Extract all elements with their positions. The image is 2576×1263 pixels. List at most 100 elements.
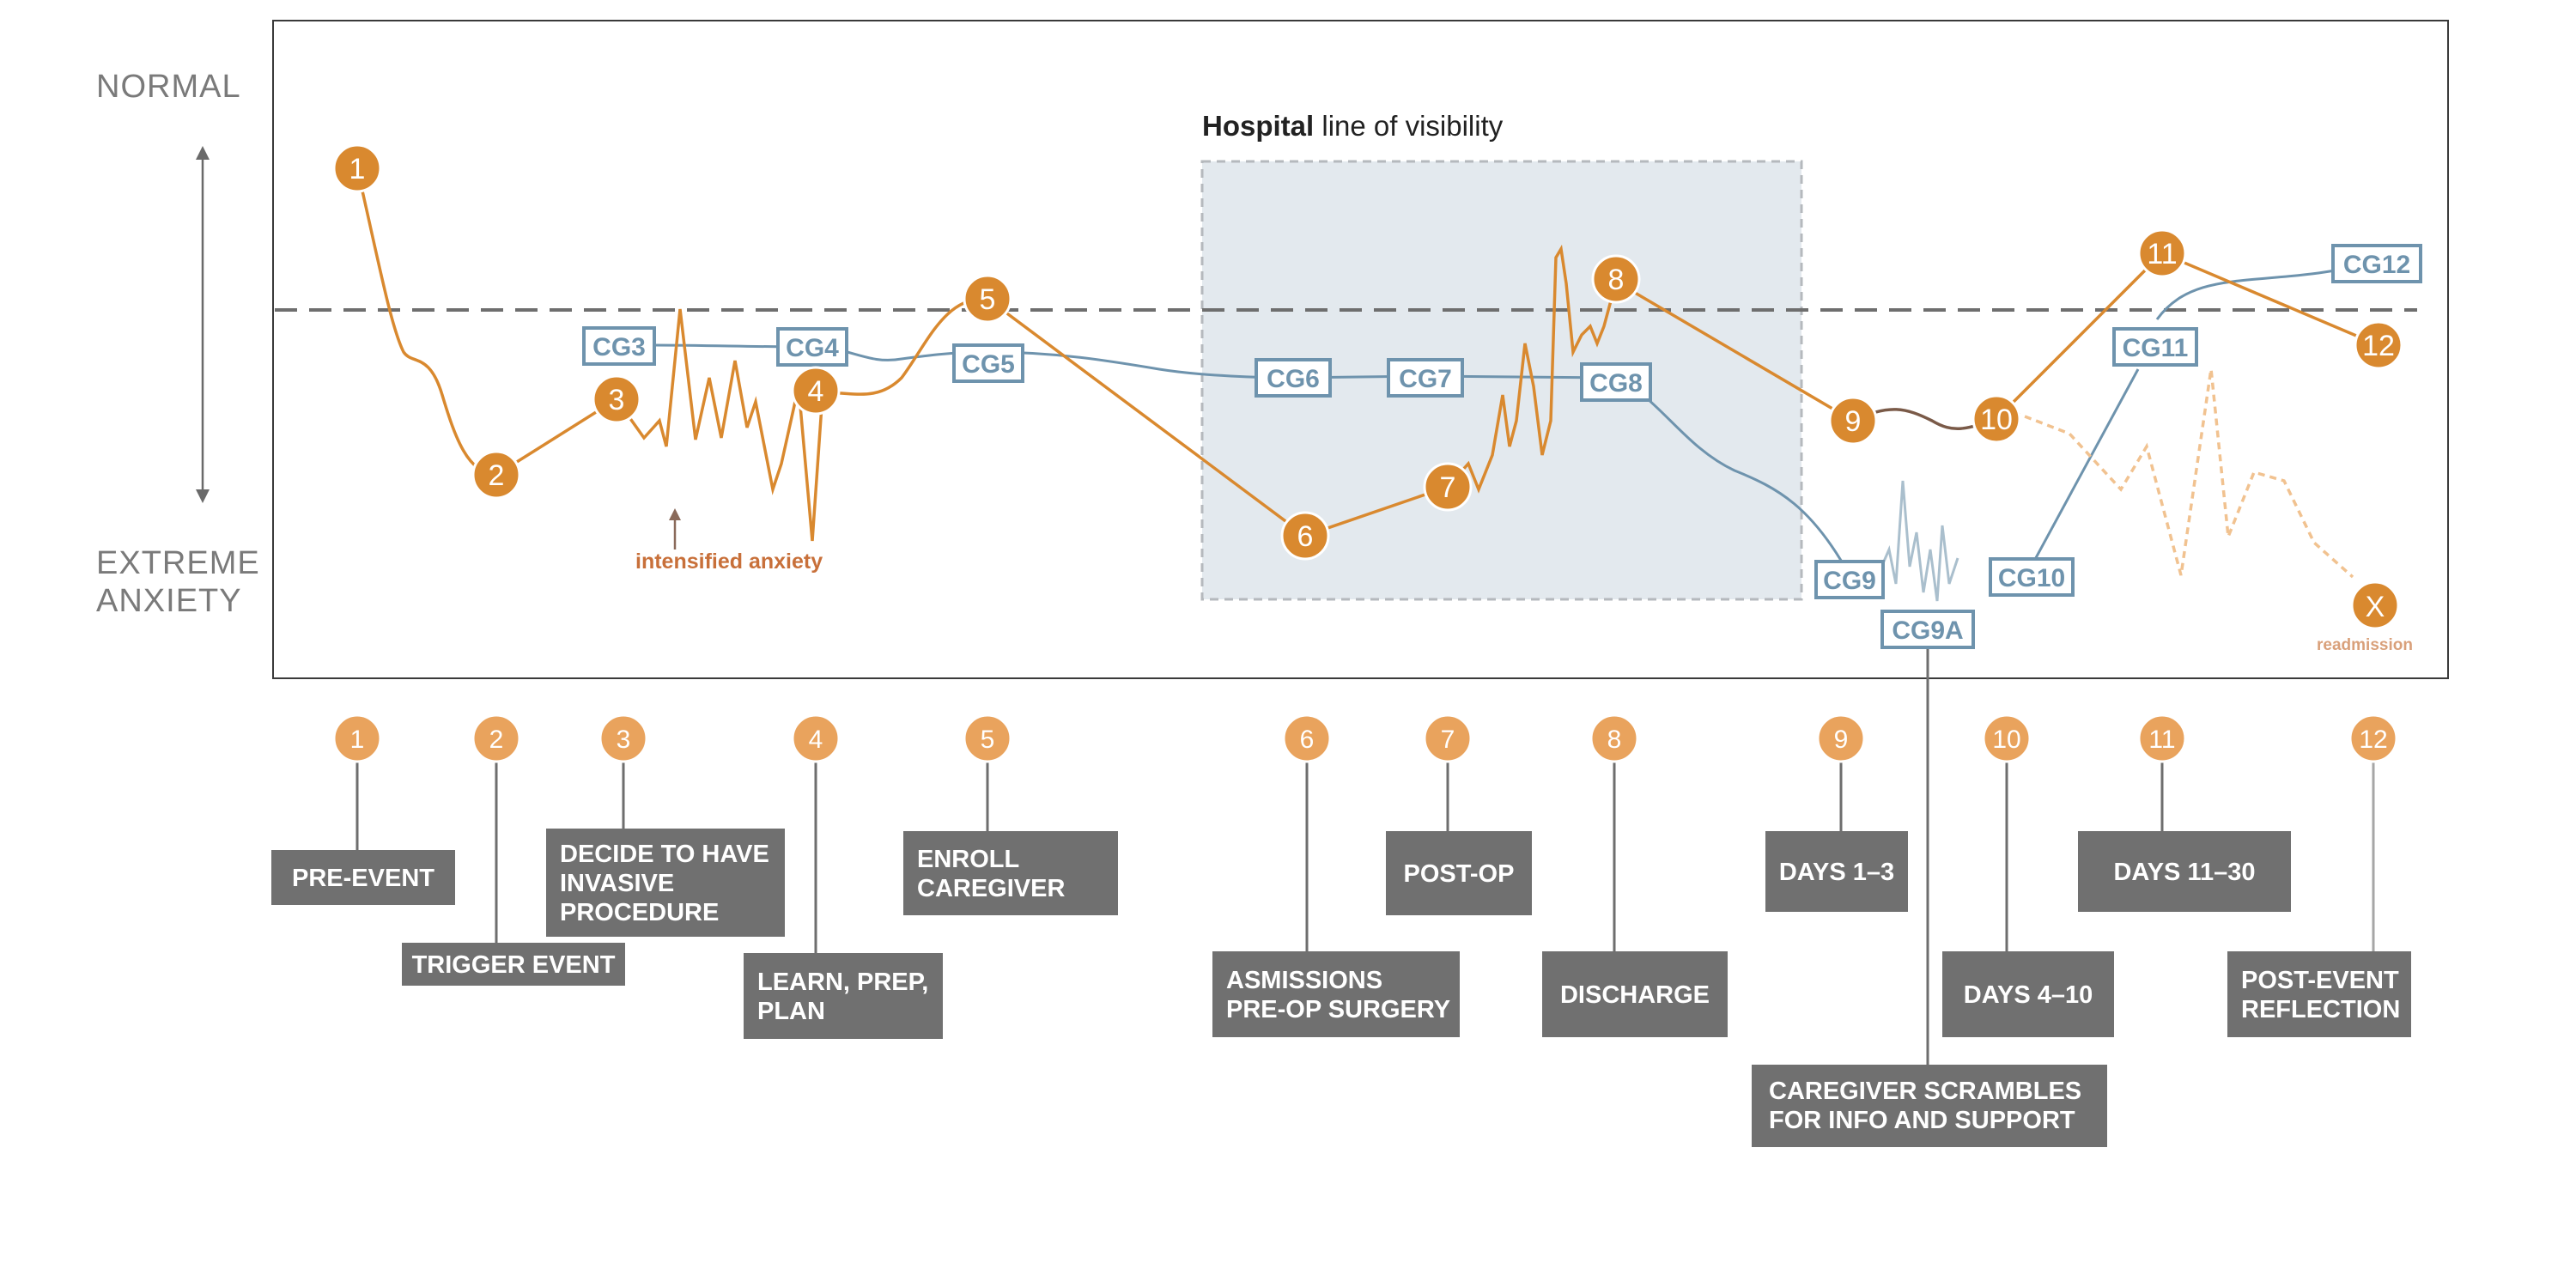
stage-number: 10 bbox=[1992, 726, 2020, 754]
caregiver-anxiety-spike bbox=[1875, 480, 1959, 602]
patient-journey-line bbox=[355, 167, 824, 542]
patient-journey-line-4 bbox=[1615, 280, 1854, 422]
stage-number-circle bbox=[1589, 713, 1639, 763]
stage-number-circle bbox=[332, 713, 382, 763]
stage-label-box bbox=[402, 943, 625, 986]
stage-label-box bbox=[1212, 951, 1460, 1037]
caregiver-box-label: CG10 bbox=[1998, 564, 2065, 592]
patient-node-3: 3 bbox=[592, 374, 641, 424]
vertical-axis-arrow bbox=[196, 146, 210, 503]
caregiver-box-label: CG9 bbox=[1823, 567, 1876, 595]
stage-number-circle bbox=[598, 713, 648, 763]
patient-journey-line-2 bbox=[822, 297, 988, 396]
patient-readmission-path bbox=[2013, 368, 2354, 579]
caregiver-box-cg10: CG10 bbox=[1989, 557, 2075, 597]
caregiver-box-cg11: CG11 bbox=[2112, 327, 2198, 367]
patient-node-number: 8 bbox=[1608, 264, 1625, 296]
patient-node-9: 9 bbox=[1828, 396, 1878, 446]
axis-label-normal: NORMAL bbox=[96, 69, 241, 105]
stage-number: 6 bbox=[1300, 726, 1315, 754]
patient-node-number: 9 bbox=[1845, 405, 1862, 438]
patient-node-11: 11 bbox=[2137, 228, 2187, 278]
patient-node-number: 3 bbox=[609, 384, 625, 416]
caregiver-stage-line2: FOR INFO AND SUPPORT bbox=[1769, 1107, 2075, 1134]
caregiver-box-label: CG6 bbox=[1267, 365, 1320, 393]
caregiver-box-label: CG7 bbox=[1399, 365, 1452, 393]
patient-node-6: 6 bbox=[1280, 511, 1330, 561]
caregiver-box-label: CG3 bbox=[592, 333, 646, 361]
patient-node-number: 10 bbox=[1980, 404, 2013, 436]
stage-label-box bbox=[1942, 951, 2114, 1037]
caregiver-box-cg5: CG5 bbox=[952, 343, 1024, 383]
readmission-marker: X readmission bbox=[2317, 580, 2413, 654]
caregiver-box-cg9: CG9 bbox=[1814, 560, 1885, 599]
caregiver-box-label: CG5 bbox=[962, 350, 1015, 379]
stage-label-line1: ASMISSIONS bbox=[1226, 967, 1382, 994]
stage-label-line2: REFLECTION bbox=[2241, 996, 2400, 1023]
caregiver-box-cg4: CG4 bbox=[776, 327, 848, 367]
stage-number: 5 bbox=[981, 726, 995, 754]
stage-label-line2: CAREGIVER bbox=[917, 875, 1065, 902]
caregiver-box-label: CG8 bbox=[1589, 369, 1643, 398]
patient-node-number: 1 bbox=[349, 153, 366, 185]
stage-label-box bbox=[903, 831, 1118, 915]
patient-node-1: 1 bbox=[332, 143, 382, 193]
stage-number: 7 bbox=[1441, 726, 1455, 754]
caregiver-box-cg8: CG8 bbox=[1580, 362, 1652, 402]
hospital-visibility-title: Hospital line of visibility bbox=[1202, 110, 1504, 142]
stage-number: 12 bbox=[2359, 726, 2387, 754]
stage-label-box bbox=[2227, 951, 2411, 1037]
stage-label-line1: ENROLL bbox=[917, 846, 1019, 873]
stage-label-box bbox=[1752, 1065, 2107, 1147]
patient-node-8: 8 bbox=[1591, 254, 1641, 304]
stage-label-line3: PROCEDURE bbox=[560, 899, 719, 926]
stage-number-circle bbox=[1816, 713, 1866, 763]
readmission-x: X bbox=[2366, 591, 2385, 623]
intensified-anxiety-label: intensified anxiety bbox=[635, 550, 823, 574]
caregiver-box-cg3: CG3 bbox=[582, 326, 656, 366]
stage-number-circle bbox=[1423, 713, 1473, 763]
caregiver-box-cg9a: CG9A bbox=[1880, 610, 1975, 649]
stage-label-line1: POST-OP bbox=[1404, 860, 1515, 888]
stage-number: 11 bbox=[2148, 726, 2175, 754]
caregiver-box-label: CG9A bbox=[1892, 616, 1963, 645]
caregiver-box-label: CG4 bbox=[786, 334, 839, 362]
intensified-anxiety-annotation: intensified anxiety bbox=[635, 508, 823, 574]
stage-number-circle bbox=[471, 713, 521, 763]
patient-journey-line-3 bbox=[986, 244, 1618, 537]
patient-node-number: 5 bbox=[980, 283, 996, 316]
stage-label-line1: DECIDE TO HAVE bbox=[560, 841, 769, 868]
stage-label-box bbox=[1542, 951, 1728, 1037]
patient-node-10: 10 bbox=[1971, 394, 2021, 444]
patient-node-7: 7 bbox=[1423, 462, 1473, 512]
stage-label-box bbox=[2078, 831, 2291, 912]
stage-number-circle bbox=[791, 713, 841, 763]
readmission-label: readmission bbox=[2317, 636, 2413, 654]
patient-node-number: 2 bbox=[489, 459, 505, 492]
caregiver-stage-line1: CAREGIVER SCRAMBLES bbox=[1769, 1078, 2081, 1105]
stage-label-line1: DISCHARGE bbox=[1560, 981, 1710, 1009]
axis-label-extreme: EXTREME bbox=[96, 545, 260, 581]
caregiver-box-cg12: CG12 bbox=[2331, 244, 2422, 283]
stage-number: 4 bbox=[809, 726, 823, 754]
stage-label-box bbox=[1765, 831, 1908, 912]
stage-number: 1 bbox=[350, 726, 365, 754]
stage-number-circle bbox=[2137, 713, 2187, 763]
caregiver-box-cg7: CG7 bbox=[1387, 358, 1464, 398]
stage-number: 2 bbox=[489, 726, 504, 754]
patient-node-5: 5 bbox=[963, 274, 1012, 324]
